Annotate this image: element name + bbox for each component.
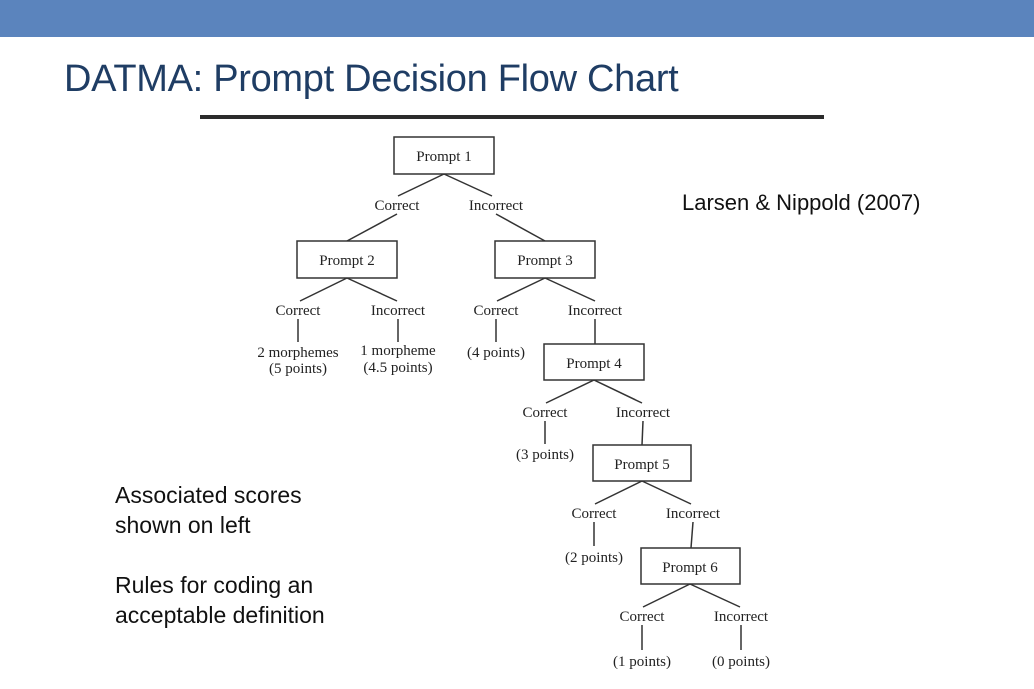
prompt-4-correct-points: (3 points) <box>516 447 574 463</box>
prompt-4-correct-label: Correct <box>523 405 569 421</box>
connector <box>593 379 643 404</box>
rules-note-line-1: Rules for coding an <box>115 572 314 598</box>
prompt-3-incorrect-label: Incorrect <box>568 303 623 319</box>
prompt-6-correct-points: (1 points) <box>613 654 671 670</box>
prompt-6-incorrect-points: (0 points) <box>712 654 770 670</box>
connector <box>545 379 595 404</box>
prompt-6-label: Prompt 6 <box>662 560 718 576</box>
connector <box>641 420 644 446</box>
prompt-3-correct-label: Correct <box>474 303 520 319</box>
connector <box>299 277 348 302</box>
scores-note-line-2: shown on left <box>115 512 251 538</box>
scores-note: Associated scores shown on left <box>115 480 302 540</box>
connector <box>641 480 692 505</box>
prompt-3-box <box>494 240 596 279</box>
connector <box>443 173 493 197</box>
connector <box>397 173 445 197</box>
prompt-6-box <box>640 547 741 585</box>
prompt-2-label: Prompt 2 <box>319 253 374 269</box>
prompt-5-label: Prompt 5 <box>614 457 669 473</box>
prompt-1-correct-label: Correct <box>375 198 421 214</box>
prompt-5-correct-label: Correct <box>572 506 618 522</box>
prompt-2-incorrect-label: Incorrect <box>371 303 426 319</box>
connector <box>690 521 694 549</box>
connector <box>346 213 398 242</box>
prompt-2-correct-label: Correct <box>276 303 322 319</box>
connector <box>689 583 741 608</box>
connector <box>496 277 546 302</box>
prompt-5-correct-points: (2 points) <box>565 550 623 566</box>
prompt-1-box <box>393 136 495 175</box>
rules-note-line-2: acceptable definition <box>115 602 325 628</box>
prompt-3-correct-points: (4 points) <box>467 345 525 361</box>
prompt-2-incorrect-outcome: 1 morpheme <box>360 343 436 359</box>
prompt-4-label: Prompt 4 <box>566 356 622 372</box>
citation: Larsen & Nippold (2007) <box>682 190 921 215</box>
prompt-2-correct-outcome: 2 morphemes <box>257 345 338 361</box>
prompt-4-incorrect-label: Incorrect <box>616 405 671 421</box>
slide-title: DATMA: Prompt Decision Flow Chart <box>64 58 679 100</box>
header-bar <box>0 0 1034 37</box>
prompt-2-correct-points: (5 points) <box>269 361 327 377</box>
connector <box>544 277 596 302</box>
prompt-3-label: Prompt 3 <box>517 253 572 269</box>
prompt-2-incorrect-points: (4.5 points) <box>363 360 432 376</box>
connector <box>346 277 398 302</box>
rules-note: Rules for coding an acceptable definitio… <box>115 570 325 630</box>
prompt-1-incorrect-label: Incorrect <box>469 198 524 214</box>
prompt-1-label: Prompt 1 <box>416 149 471 165</box>
prompt-6-correct-label: Correct <box>620 609 666 625</box>
connector <box>594 480 643 505</box>
prompt-4-box <box>543 343 645 381</box>
prompt-6-incorrect-label: Incorrect <box>714 609 769 625</box>
prompt-2-box <box>296 240 398 279</box>
connector <box>642 583 691 608</box>
scores-note-line-1: Associated scores <box>115 482 302 508</box>
prompt-5-box <box>592 444 692 482</box>
connector <box>495 213 546 242</box>
title-underline <box>200 115 824 119</box>
prompt-5-incorrect-label: Incorrect <box>666 506 721 522</box>
